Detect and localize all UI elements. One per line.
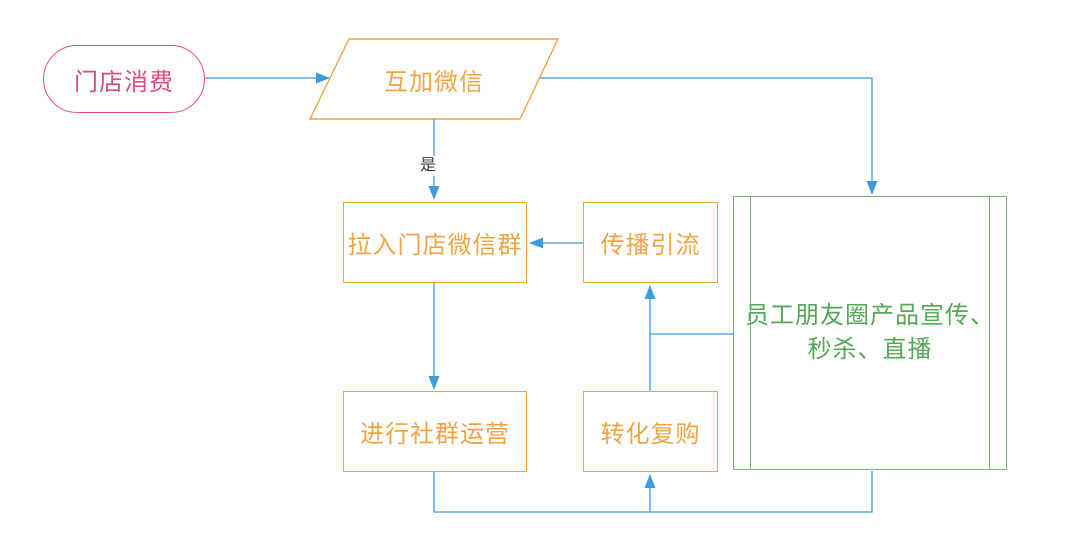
node-moments-promotion-line2: 秒杀、直播: [807, 336, 933, 363]
node-spread-traffic-label: 传播引流: [600, 232, 701, 259]
node-community-operation-label: 进行社群运营: [360, 421, 510, 448]
node-moments-promotion-line1: 员工朋友圈产品宣传、: [745, 301, 995, 329]
node-add-wechat-shape: [308, 38, 560, 120]
node-moments-promotion-label: 员工朋友圈产品宣传、 秒杀、直播: [745, 299, 995, 367]
node-convert-repurchase-label: 转化复购: [600, 421, 701, 448]
edge-community-to-moments: [433, 471, 873, 513]
node-spread-traffic: 传播引流: [583, 202, 718, 283]
node-store-consumption-label: 门店消费: [74, 68, 174, 96]
node-pull-into-group-label: 拉入门店微信群: [347, 232, 523, 259]
node-moments-promotion: 员工朋友圈产品宣传、 秒杀、直播: [733, 196, 1007, 470]
node-pull-into-group: 拉入门店微信群: [343, 202, 527, 283]
node-store-consumption: 门店消费: [43, 45, 205, 113]
node-community-operation: 进行社群运营: [343, 391, 527, 472]
node-convert-repurchase: 转化复购: [583, 391, 718, 472]
node-add-wechat-label: 互加微信: [384, 68, 484, 96]
predefined-process-right-bar: [989, 197, 990, 469]
edge-label-yes: 是: [416, 156, 440, 176]
node-add-wechat: 互加微信: [334, 39, 534, 119]
edge-add-wechat-to-moments: [540, 77, 878, 195]
predefined-process-left-bar: [750, 197, 751, 469]
